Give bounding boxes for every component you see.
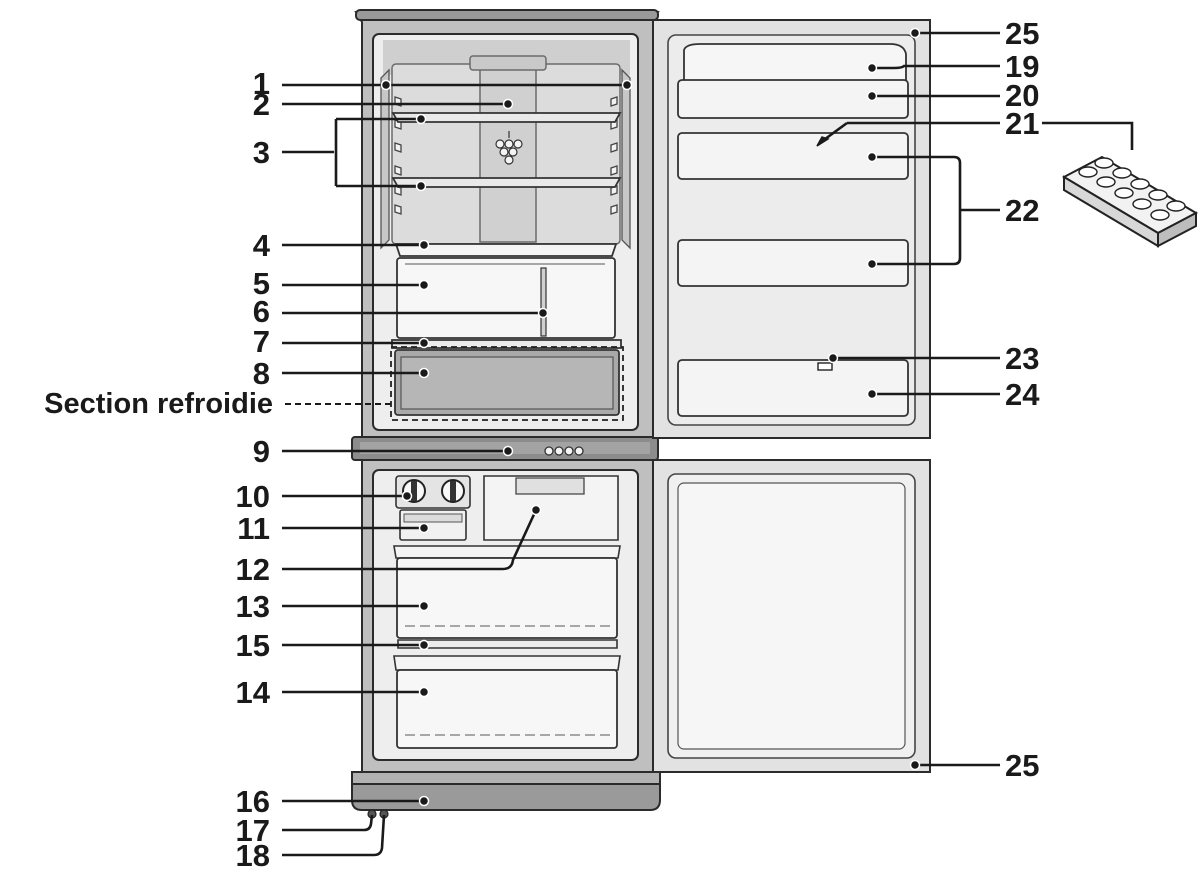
callout-4: 4 [253,228,271,263]
callout-21: 21 [1005,106,1039,141]
section-refroidie-label: Section refroidie [44,388,273,420]
callout-19: 19 [1005,49,1039,84]
freezer-cabinet [361,459,654,773]
fridge-cabinet [354,9,660,438]
callout-13: 13 [236,589,270,624]
callout-8: 8 [253,356,270,391]
ice-tray-icon [1061,155,1199,248]
bottle-clip [817,362,833,371]
callout-24: 24 [1005,377,1040,412]
callout-3: 3 [253,135,270,170]
base-plinth [351,771,661,819]
fridge-door [652,19,931,439]
leader-lines [282,31,1134,857]
freezer-drawer-lower [396,669,618,749]
callout-17: 17 [236,813,270,848]
callout-22: 22 [1005,193,1039,228]
freezer-door [652,459,931,773]
leader-dots [380,27,921,807]
grapes-icon [495,131,523,165]
chilled-section-outline [390,346,624,421]
callout-18: 18 [236,838,270,873]
control-buttons [544,446,584,456]
glass-shelf-lower [391,177,622,188]
callout-25-top: 25 [1005,16,1039,51]
callout-1: 1 [253,66,270,101]
callout-11: 11 [237,511,270,546]
bottle-bin [677,359,909,417]
freezer-drawer-upper [396,557,618,639]
callout-25-bottom: 25 [1005,748,1039,783]
callout-6: 6 [253,294,270,329]
egg-rack [683,43,907,83]
callout-2: 2 [253,87,270,122]
callout-10: 10 [236,479,270,514]
callout-15: 15 [236,628,270,663]
glass-shelf-upper [391,112,622,123]
callout-12: 12 [236,552,270,587]
door-bin-top [677,79,909,119]
callout-7: 7 [253,324,270,359]
callout-20: 20 [1005,78,1039,113]
callout-23: 23 [1005,341,1039,376]
callout-16: 16 [236,784,270,819]
callout-9: 9 [253,434,270,469]
callout-numbers: 1 2 3 4 5 6 7 8 Section refroidie 9 10 1… [44,16,1040,873]
chilled-shelf [391,339,622,349]
crisper-divider [540,267,547,337]
callout-5: 5 [253,266,270,301]
crisper-cover [394,243,618,257]
vegetable-crisper [396,257,616,339]
callout-14: 14 [236,675,271,710]
